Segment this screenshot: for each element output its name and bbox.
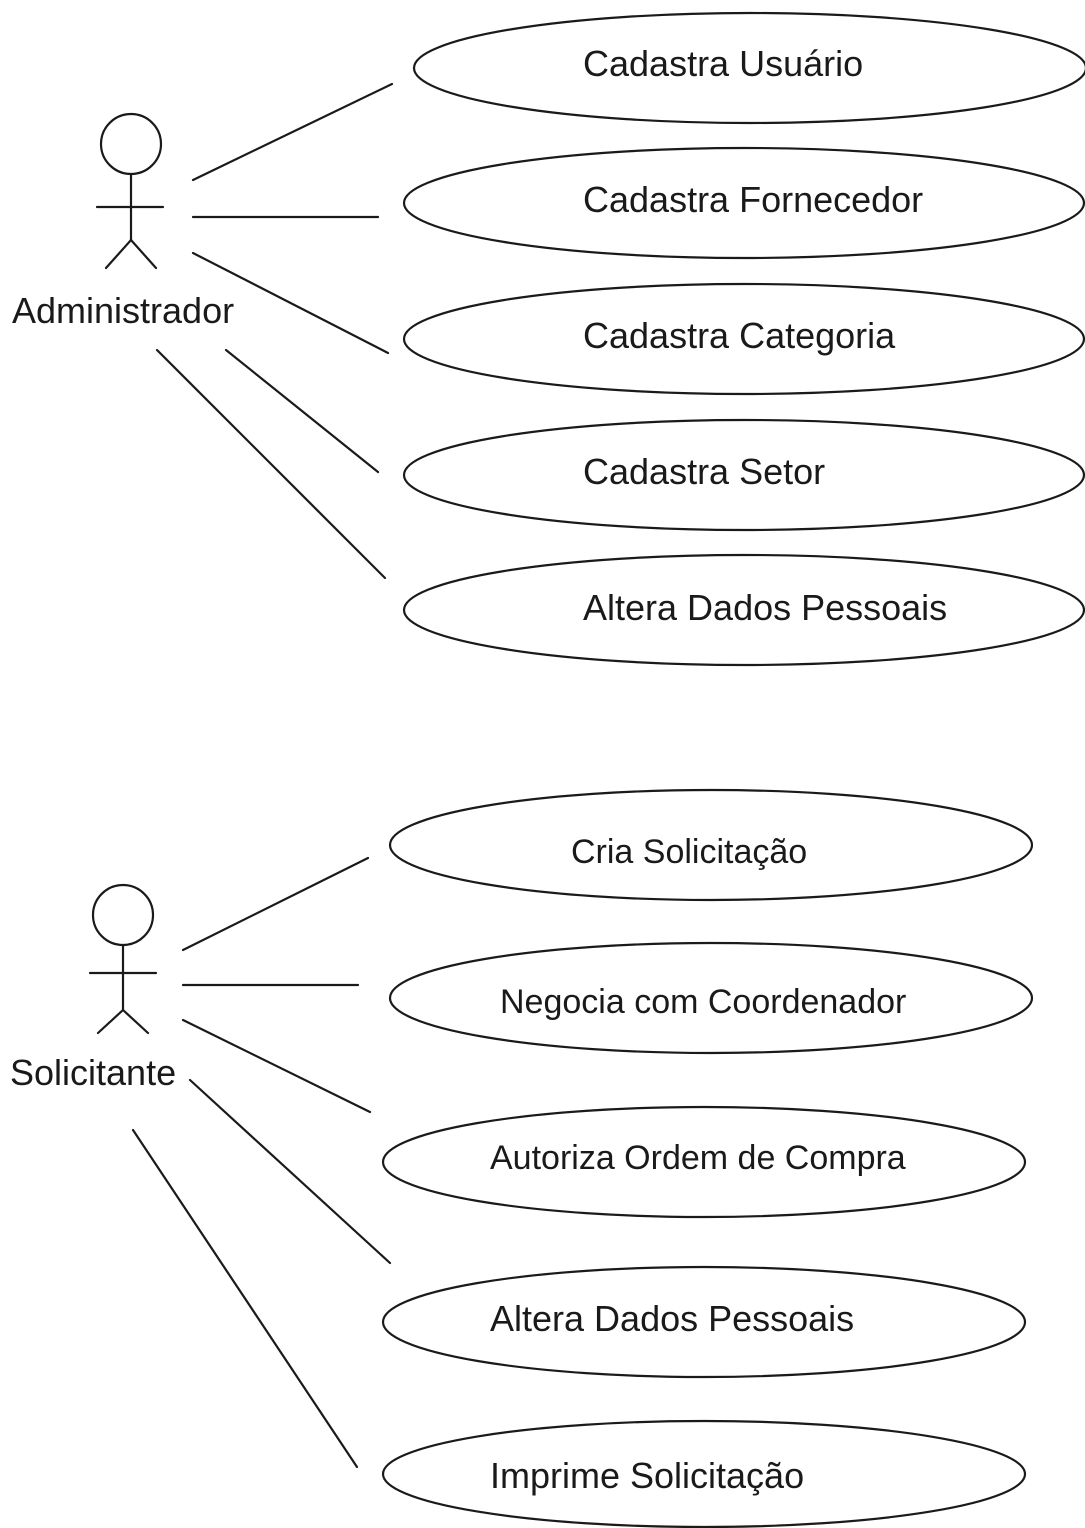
use-case-label: Cria Solicitação [571, 833, 807, 871]
use-case-label: Imprime Solicitação [490, 1455, 804, 1496]
use-case-label: Cadastra Fornecedor [583, 179, 923, 220]
associations-solicitante [131, 856, 392, 1469]
use-case-altera-dados-pessoais-solicitante: Altera Dados Pessoais [381, 1265, 1027, 1379]
association-line [131, 1128, 359, 1469]
stick-figure-icon [88, 883, 158, 1035]
use-case-label: Negocia com Coordenador [500, 983, 906, 1021]
use-case-cadastra-categoria: Cadastra Categoria [403, 282, 1085, 396]
association-line [191, 82, 394, 182]
use-case-label: Cadastra Usuário [583, 43, 863, 84]
use-case-cadastra-usuario: Cadastra Usuário [413, 11, 1085, 125]
use-case-altera-dados-pessoais-admin: Altera Dados Pessoais [403, 553, 1085, 667]
stick-figure-icon [95, 112, 165, 270]
actor-label-administrador: Administrador [12, 290, 234, 331]
use-case-label: Altera Dados Pessoais [583, 587, 947, 628]
association-line [224, 348, 380, 474]
use-case-cria-solicitacao: Cria Solicitação [388, 788, 1034, 902]
use-case-label: Altera Dados Pessoais [490, 1298, 854, 1339]
association-line [155, 348, 387, 580]
association-line [181, 1018, 372, 1114]
associations-administrador [155, 82, 394, 580]
actor-solicitante: Solicitante [10, 883, 176, 1093]
association-line [188, 1078, 392, 1265]
use-case-label: Cadastra Categoria [583, 315, 896, 356]
use-case-autoriza-ordem-de-compra: Autoriza Ordem de Compra [381, 1105, 1027, 1219]
use-case-cadastra-setor: Cadastra Setor [403, 418, 1085, 532]
use-case-imprime-solicitacao: Imprime Solicitação [381, 1419, 1027, 1528]
use-case-label: Cadastra Setor [583, 451, 825, 492]
actor-administrador: Administrador [12, 112, 234, 331]
association-line [191, 251, 390, 355]
use-case-label: Autoriza Ordem de Compra [490, 1139, 906, 1177]
association-line [181, 856, 370, 952]
use-case-cadastra-fornecedor: Cadastra Fornecedor [403, 146, 1085, 260]
use-case-negocia-com-coordenador: Negocia com Coordenador [388, 941, 1034, 1055]
actor-label-solicitante: Solicitante [10, 1052, 176, 1093]
